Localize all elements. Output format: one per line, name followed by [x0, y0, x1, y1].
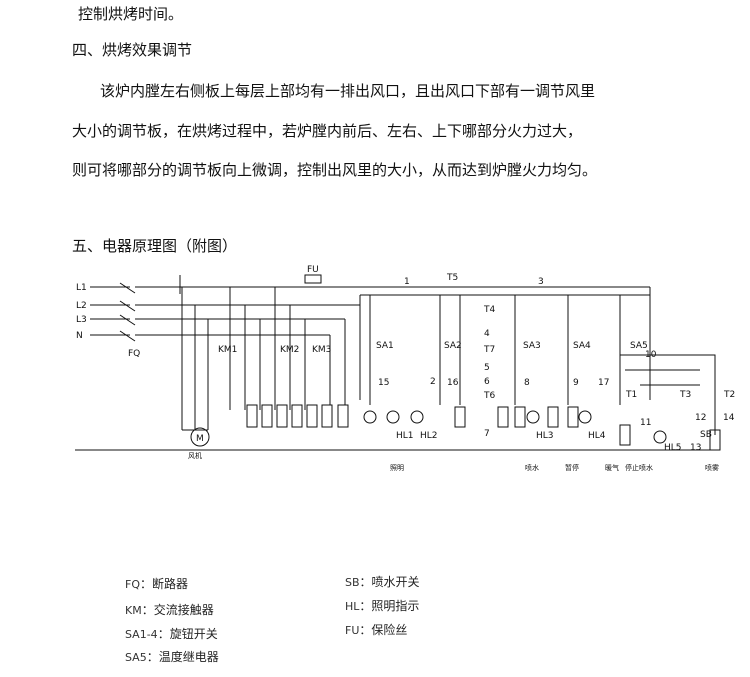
label-l2: L2 — [76, 301, 87, 311]
label-motor: M — [196, 434, 204, 444]
node-17: 17 — [598, 378, 609, 388]
bottom-label-spray: 喷水 — [525, 463, 539, 472]
label-l1: L1 — [76, 283, 87, 293]
label-sa4: SA4 — [573, 341, 591, 351]
node-9: 9 — [573, 378, 579, 388]
label-sa3: SA3 — [523, 341, 541, 351]
legend-key: SB — [345, 576, 360, 589]
label-fu: FU — [307, 265, 319, 275]
legend-key: FU — [345, 624, 360, 637]
node-7: 7 — [484, 429, 490, 439]
label-hl3: HL3 — [536, 431, 554, 441]
label-t4: T4 — [483, 305, 495, 315]
legend-item-hl: HL：照明指示 — [345, 597, 419, 614]
legend-text: ：照明指示 — [359, 599, 420, 613]
label-hl2: HL2 — [420, 431, 438, 441]
paragraph-line-1: 该炉内膛左右侧板上每层上部均有一排出风口，且出风口下部有一调节风里 — [100, 82, 596, 100]
label-sa1: SA1 — [376, 341, 394, 351]
label-sa5: SA5 — [630, 341, 648, 351]
legend-key: KM — [125, 604, 142, 617]
node-1: 1 — [404, 277, 410, 287]
legend-item-sa5: SA5：温度继电器 — [125, 648, 219, 665]
legend-key: SA1-4 — [125, 628, 158, 641]
label-km3: KM3 — [312, 345, 331, 355]
node-4: 4 — [484, 329, 490, 339]
label-hl1: HL1 — [396, 431, 414, 441]
legend-text: ：断路器 — [140, 577, 189, 591]
node-16: 16 — [447, 378, 459, 388]
legend-item-fu: FU：保险丝 — [345, 621, 407, 638]
node-6: 6 — [484, 377, 490, 387]
paragraph-line-2: 大小的调节板，在烘烤过程中，若炉膛内前后、左右、上下哪部分火力过大， — [72, 122, 583, 140]
label-t2: T2 — [723, 390, 735, 400]
legend-item-km: KM：交流接触器 — [125, 601, 214, 618]
node-15: 15 — [378, 378, 389, 388]
bottom-label-heat: 暖气 — [605, 463, 619, 472]
node-5: 5 — [484, 363, 490, 373]
paragraph-line-3: 则可将哪部分的调节板向上微调，控制出风里的大小，从而达到炉膛火力均匀。 — [72, 161, 598, 179]
label-km1: KM1 — [218, 345, 237, 355]
label-km2: KM2 — [280, 345, 299, 355]
electrical-schematic: L1 L2 L3 N FQ FU KM1 KM2 KM3 SA1 SA2 SA3… — [75, 265, 735, 472]
text-line-intro: 控制烘烤时间。 — [78, 5, 184, 23]
node-13: 13 — [690, 443, 701, 453]
label-t6: T6 — [483, 391, 495, 401]
label-t3: T3 — [679, 390, 691, 400]
bottom-label-fan: 风机 — [188, 451, 202, 460]
label-sa2: SA2 — [444, 341, 462, 351]
legend-text: ：旋钮开关 — [157, 627, 218, 641]
node-3: 3 — [538, 277, 544, 287]
section-4-title: 四、烘烤效果调节 — [72, 41, 193, 59]
bottom-label-stop-spray: 停止喷水 — [625, 463, 653, 472]
label-l3: L3 — [76, 315, 87, 325]
legend-item-sb: SB：喷水开关 — [345, 573, 420, 590]
bottom-label-pause: 暂停 — [565, 463, 579, 472]
legend-text: ：保险丝 — [359, 623, 408, 637]
node-8: 8 — [524, 378, 530, 388]
label-fq: FQ — [128, 349, 140, 359]
legend-key: SA5 — [125, 651, 147, 664]
legend-key: HL — [345, 600, 360, 613]
legend-key: FQ — [125, 578, 140, 591]
section-5-title: 五、电器原理图（附图） — [72, 237, 238, 255]
label-t5: T5 — [446, 273, 458, 283]
node-2: 2 — [430, 377, 436, 387]
bottom-label-mist: 喷雾 — [705, 463, 719, 472]
legend-item-fq: FQ：断路器 — [125, 575, 188, 592]
node-11: 11 — [640, 418, 651, 428]
legend-item-sa1-4: SA1-4：旋钮开关 — [125, 625, 218, 642]
node-12: 12 — [695, 413, 706, 423]
label-hl5: HL5 — [664, 443, 682, 453]
bottom-label-light: 照明 — [390, 464, 404, 472]
legend-text: ：交流接触器 — [141, 603, 214, 617]
label-sb: SB — [700, 430, 712, 440]
legend-text: ：喷水开关 — [359, 575, 420, 589]
node-10: 10 — [645, 350, 657, 360]
label-n: N — [76, 331, 83, 341]
legend-text: ：温度继电器 — [146, 650, 219, 664]
label-t7: T7 — [483, 345, 495, 355]
label-hl4: HL4 — [588, 431, 606, 441]
node-14: 14 — [723, 413, 735, 423]
label-t1: T1 — [625, 390, 637, 400]
